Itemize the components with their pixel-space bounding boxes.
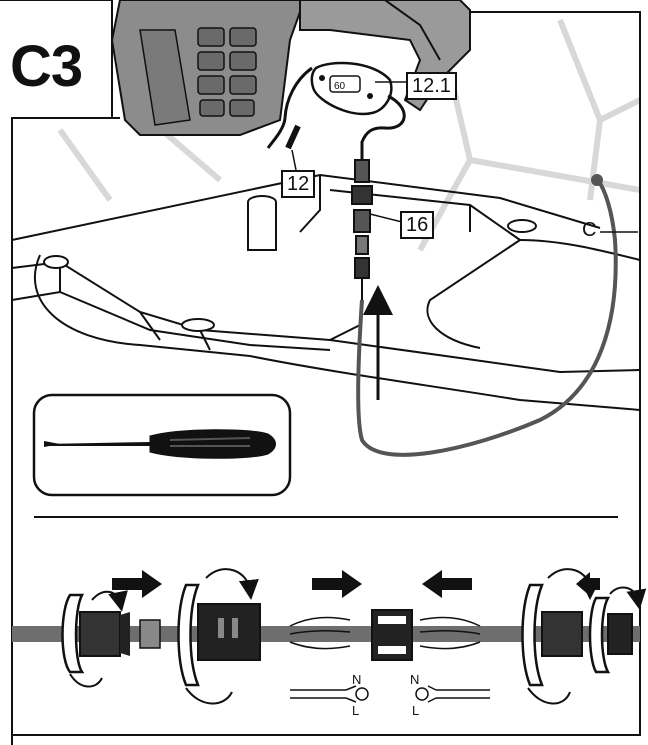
tray-bosses xyxy=(43,195,537,332)
left-gland-nut xyxy=(61,593,130,674)
left-connector-body xyxy=(139,583,261,687)
callout-12: 12 xyxy=(281,170,316,198)
terminal-right-l: L xyxy=(412,703,420,718)
right-wires xyxy=(419,616,481,650)
callout-16: 16 xyxy=(400,211,435,239)
terminal-diagram-left xyxy=(290,685,369,703)
step-label: C3 xyxy=(10,34,83,99)
controller-12-1: 60 xyxy=(310,61,393,116)
controller-cables xyxy=(266,66,406,160)
connector-16 xyxy=(351,159,373,300)
screwdriver-inset xyxy=(32,393,292,497)
cable-c xyxy=(356,174,618,457)
device-housing xyxy=(110,0,471,136)
callout-12-1: 12.1 xyxy=(406,72,457,100)
callout-c: C xyxy=(582,219,597,241)
base-tray xyxy=(11,173,641,411)
left-wires xyxy=(289,616,351,650)
panel-border xyxy=(11,11,641,736)
terminal-left-l: L xyxy=(352,703,360,718)
terminal-block xyxy=(371,609,413,661)
svg-text:60: 60 xyxy=(334,81,346,92)
terminal-diagram-right xyxy=(415,685,490,703)
terminal-left-n: N xyxy=(352,672,362,687)
terminal-right-n: N xyxy=(410,672,420,687)
cable-assembly xyxy=(12,568,647,705)
callout-leaders xyxy=(291,81,638,233)
screwdriver-icon xyxy=(44,429,276,459)
push-arrow-icon xyxy=(112,570,600,598)
right-gland xyxy=(521,583,633,687)
